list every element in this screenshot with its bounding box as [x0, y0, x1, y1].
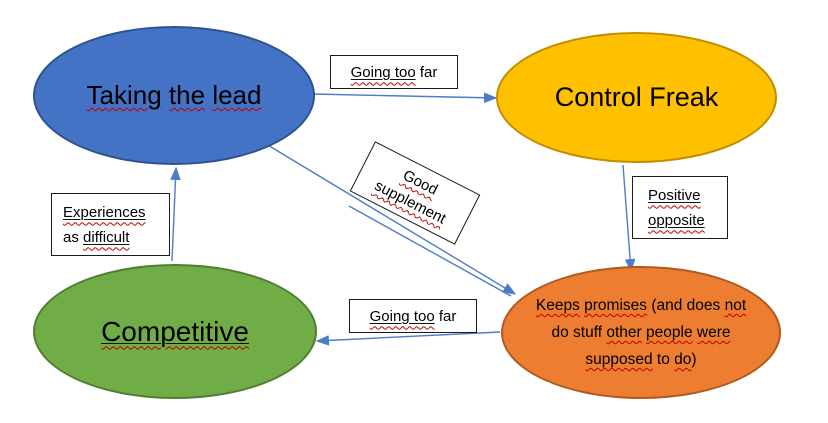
node-taking-the-lead-label: Taking the lead — [86, 80, 262, 110]
node-competitive-label: Competitive — [101, 315, 249, 347]
node-competitive[interactable]: Competitive — [33, 264, 317, 399]
connector-keepspromises-to-competitive[interactable] — [315, 331, 501, 346]
connector-goodsupplement-to-keepspromises[interactable] — [348, 205, 512, 297]
node-control-freak[interactable]: Control Freak — [496, 32, 777, 163]
connector-controlfreak-to-keepspromises[interactable] — [622, 164, 636, 273]
label-going-too-far-bottom[interactable]: Going too far — [349, 299, 477, 333]
label-going-too-far-bottom-text: Going too far — [369, 307, 457, 325]
connector-lead-to-controlfreak[interactable] — [311, 92, 498, 104]
label-going-too-far-top-text: Going too far — [350, 63, 438, 81]
node-taking-the-lead[interactable]: Taking the lead — [33, 26, 315, 165]
connector-competitive-to-lead[interactable] — [170, 166, 181, 262]
label-going-too-far-top[interactable]: Going too far — [330, 55, 458, 89]
connector-lead-to-keepspromises[interactable] — [265, 143, 517, 295]
node-control-freak-label: Control Freak — [554, 82, 719, 112]
